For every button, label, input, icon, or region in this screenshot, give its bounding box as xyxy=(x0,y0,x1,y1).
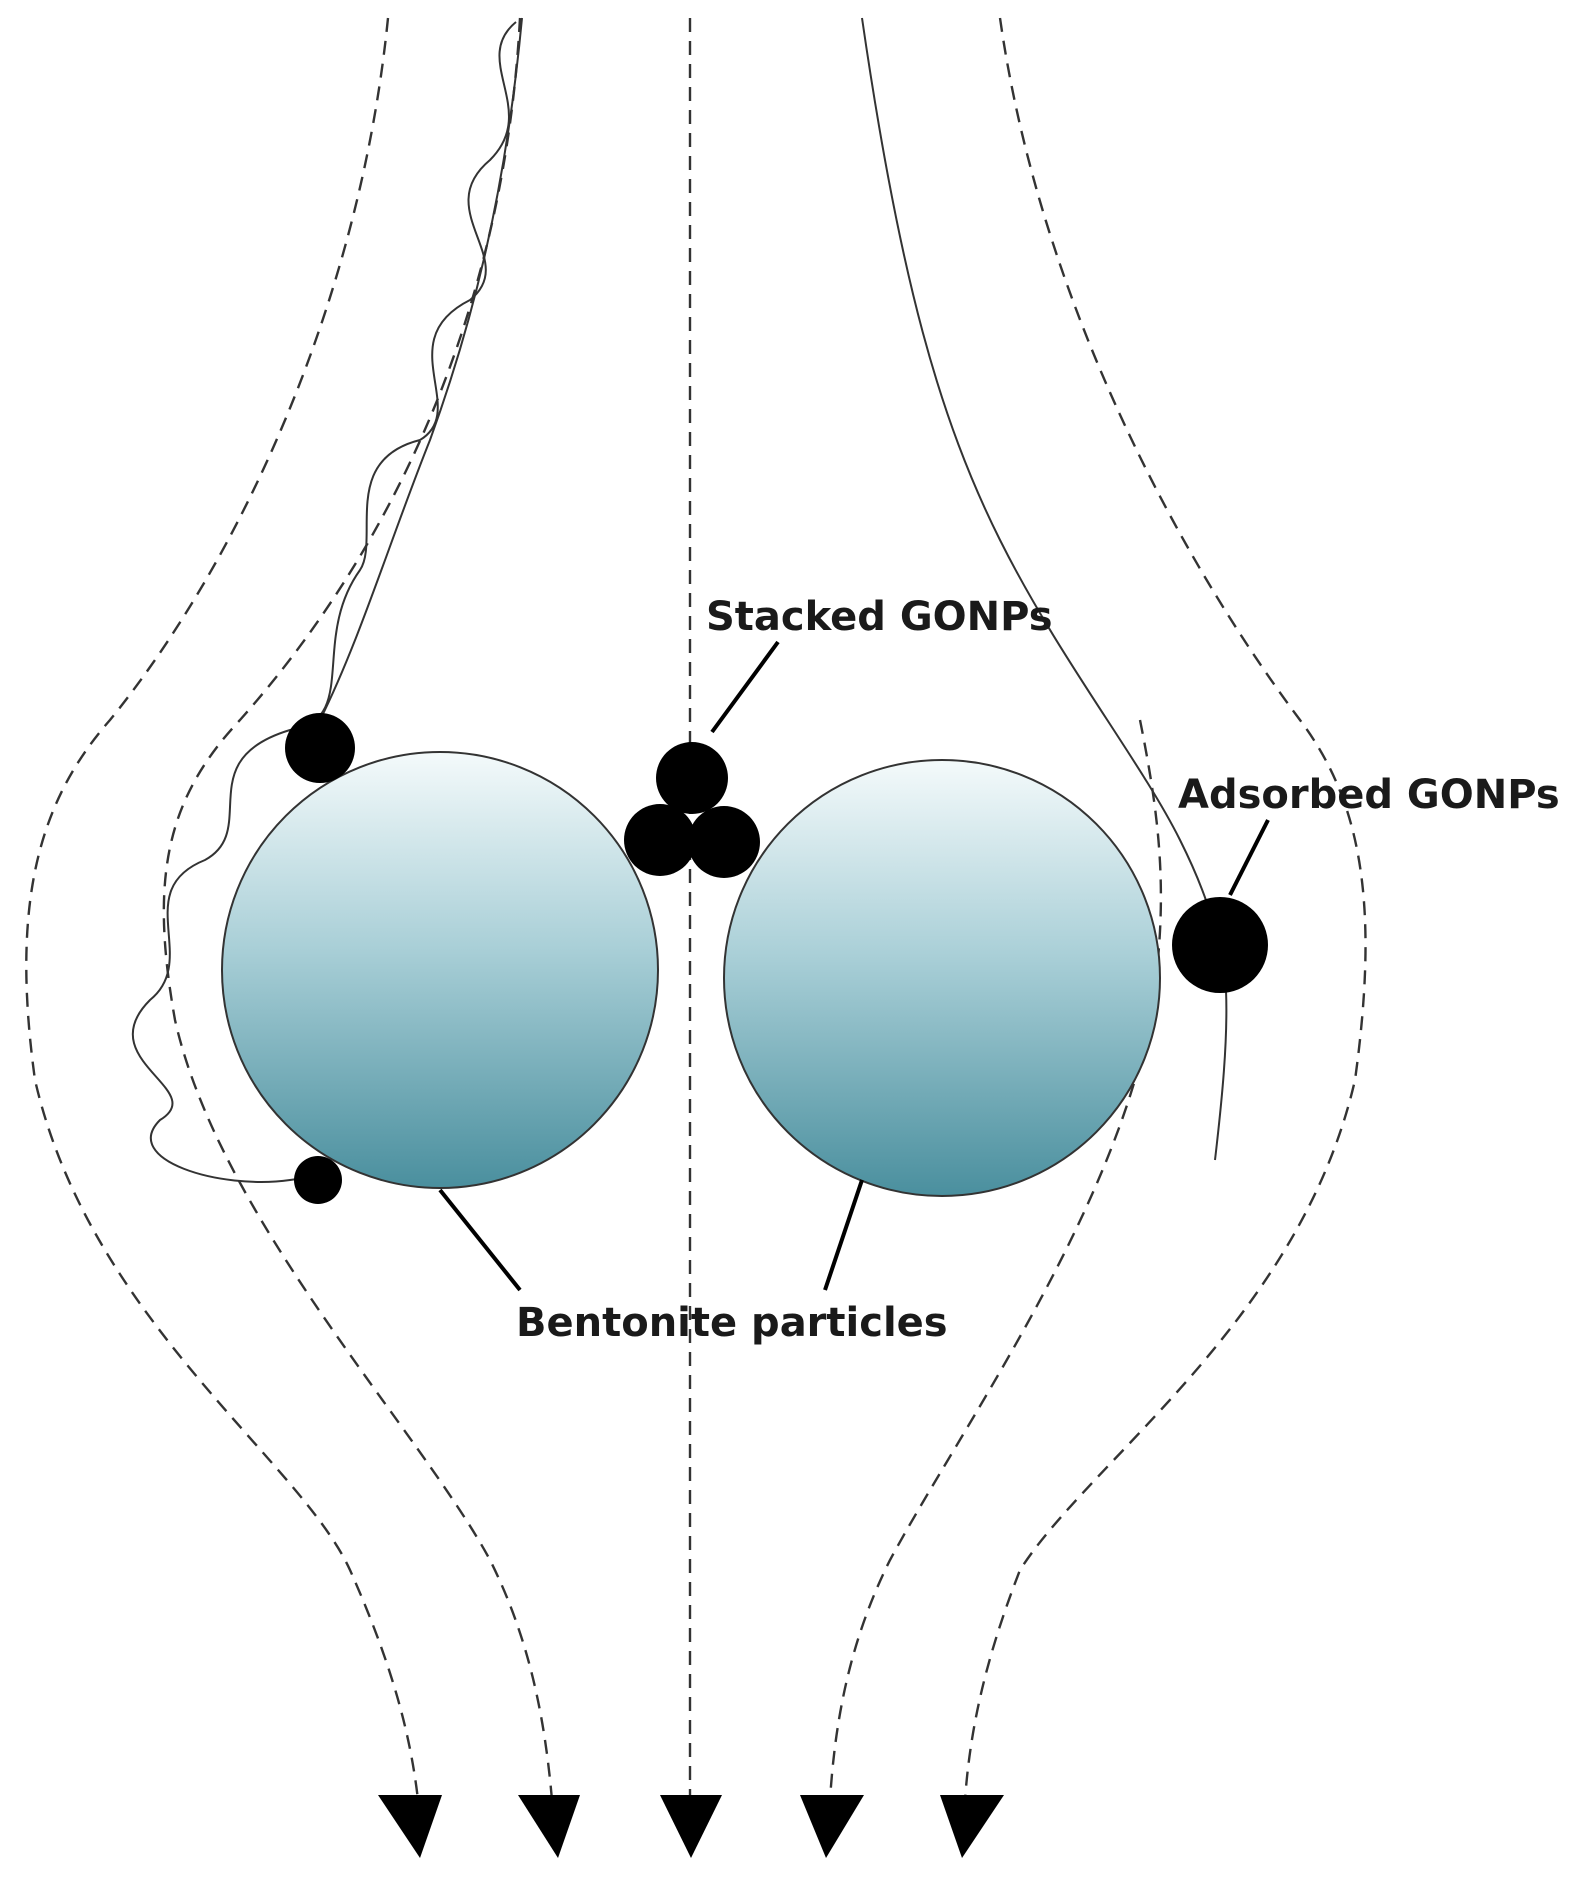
streamline-outer-left xyxy=(25,17,420,1801)
trajectory-right-tail xyxy=(1214,989,1228,1161)
gonp-left-bottom xyxy=(294,1156,342,1204)
arrowhead-5 xyxy=(940,1795,1004,1858)
bentonite-particle-right xyxy=(723,759,1161,1197)
gonp-stacked-left xyxy=(624,804,696,876)
leader-bentonite-left xyxy=(438,1188,522,1292)
arrowhead-4 xyxy=(800,1795,864,1858)
leader-adsorbed xyxy=(1228,819,1270,896)
streamlines xyxy=(25,17,1367,1801)
label-stacked-gonps: Stacked GONPs xyxy=(706,594,1053,640)
arrowhead-1 xyxy=(378,1795,442,1858)
gonp-stacked-top xyxy=(656,742,728,814)
arrowhead-2 xyxy=(518,1795,580,1858)
leader-stacked xyxy=(710,640,780,734)
bentonite-particle-left xyxy=(221,751,659,1189)
gonp-left-top xyxy=(285,713,355,783)
streamline-outer-right xyxy=(963,17,1367,1801)
label-adsorbed-gonps: Adsorbed GONPs xyxy=(1178,772,1560,818)
gonp-adsorbed-right xyxy=(1172,897,1268,993)
bentonite-particles xyxy=(221,751,1161,1197)
streamline-inner-left xyxy=(162,17,554,1801)
gonps xyxy=(285,713,1268,1204)
trajectory-right xyxy=(861,17,1223,981)
label-bentonite-particles: Bentonite particles xyxy=(516,1300,948,1346)
leader-lines xyxy=(438,640,1270,1292)
arrowhead-3 xyxy=(660,1795,722,1858)
trajectory-interception xyxy=(319,17,523,721)
leader-bentonite-right xyxy=(823,1179,864,1291)
gonp-stacked-right xyxy=(688,806,760,878)
flow-arrowheads xyxy=(378,1795,1004,1858)
